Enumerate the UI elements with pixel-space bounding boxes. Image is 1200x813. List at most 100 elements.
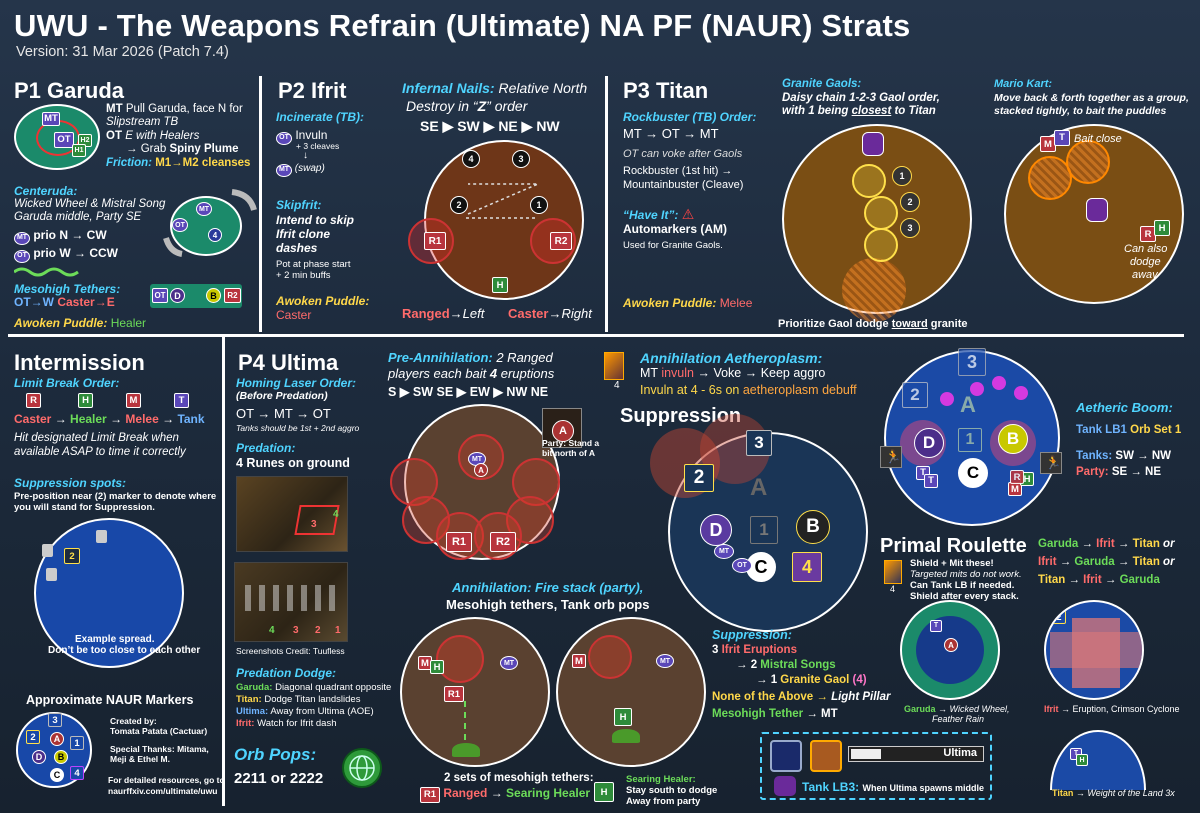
roulette-l3: Can Tank LB if needed. (910, 580, 1015, 591)
granite-aoe (842, 258, 906, 322)
skip-l1: Intend to skip (276, 213, 354, 227)
incinerate-swap: MT (swap) (276, 163, 325, 177)
gaols-title: Granite Gaols: (782, 78, 862, 90)
ranged-marker: R (1140, 226, 1156, 242)
annih-arena-2 (556, 617, 706, 767)
annih2-title1: Annihilation: Fire stack (party), (452, 580, 644, 595)
centerunda-title: Centeruda: (14, 184, 78, 198)
r1-marker: R1 (424, 232, 446, 250)
cap-garuda2: Feather Rain (932, 714, 985, 724)
searing-title: Searing Healer: (626, 774, 696, 785)
player-icon (96, 530, 107, 543)
waymark-1: 1 (958, 428, 982, 452)
annih2-sets: 2 sets of mesohigh tethers: (444, 772, 594, 784)
waymark-d: D (914, 428, 944, 458)
ultima-icon (774, 776, 796, 796)
version-label: Version: 31 Mar 2026 (Patch 7.4) (16, 44, 229, 60)
skip-l2: Ifrit clone (276, 227, 331, 241)
h1-marker: H1 (72, 144, 86, 157)
titan-icon (1086, 198, 1108, 222)
boom-tanks: Tanks: SW → NW (1076, 450, 1171, 462)
nail-1: 1 (530, 196, 548, 214)
rb-l1: Rockbuster (1st hit) → (623, 165, 733, 177)
p1-mt-text: MT Pull Garuda, face N for (106, 103, 243, 115)
waymark-a: A (750, 474, 768, 501)
party-stand-l1: Party: Stand a (542, 438, 600, 448)
roulette-l2: Targeted mits do not work. (910, 569, 1022, 580)
player-icon (46, 568, 57, 581)
pot-l2: + 2 min buffs (276, 270, 331, 281)
dodge-l2: dodge (1130, 256, 1161, 268)
automarkers: Automarkers (AM) (623, 222, 728, 236)
healer-marker: H (1154, 220, 1170, 236)
shield-icon (770, 740, 802, 772)
mario-l2: stacked tightly, to bait the puddles (994, 105, 1167, 117)
tank-marker: T (1054, 130, 1070, 146)
crossed-swords-icon (810, 740, 842, 772)
r2-marker: R2 (550, 232, 572, 250)
skipfrit-title: Skipfrit: (276, 198, 322, 212)
nails-caster: Caster→Right (508, 306, 592, 321)
homing-aggro: Tanks should be 1st + 2nd aggro (236, 423, 360, 433)
lb-hit-l1: Hit designated Limit Break when (14, 432, 179, 444)
supp-l4: None of the Above → Light Pillar (712, 691, 891, 703)
nail-2: 2 (450, 196, 468, 214)
p2-heading: P2 Ifrit (278, 78, 347, 103)
r1-marker: R1 (446, 532, 472, 552)
roulette-count: 4 (890, 584, 896, 594)
divider (259, 76, 262, 332)
roulette-opt3: Titan → Ifrit → Garuda (1038, 574, 1160, 586)
r2-marker: R2 (490, 532, 516, 552)
ot-prio: OT prio W → CCW (14, 246, 118, 263)
mario-title: Mario Kart: (994, 78, 1053, 90)
gaols-l1: Daisy chain 1-2-3 Gaol order, (782, 92, 940, 104)
dodge-l1: Can also (1124, 243, 1168, 255)
resources-link[interactable]: naurffxiv.com/ultimate/uwu (108, 786, 218, 796)
predation-screenshot-1: 4 3 (236, 476, 348, 552)
p1-awoken: Awoken Puddle: Healer (14, 316, 147, 330)
plant-icon (452, 743, 480, 757)
predation-title: Predation: (236, 441, 296, 455)
waymark-d: D (700, 514, 732, 546)
nails-line2: Destroy in “Z” order (406, 98, 528, 114)
boom-title: Aetheric Boom: (1076, 400, 1173, 415)
supp-spots-title: Suppression spots: (14, 476, 127, 490)
searing-l1: Stay south to dodge (626, 785, 718, 796)
mario-arena (1004, 124, 1184, 304)
rockbuster-order: MT → OT → MT (623, 126, 719, 141)
roulette-ifrit-arena: 2 (1044, 600, 1144, 700)
centerunda-l2: Garuda middle, Party SE (14, 211, 142, 223)
annih-l1: MT invuln → Voke → Keep aggro (640, 366, 826, 380)
dodge-l3: away (1132, 269, 1158, 281)
waymark-3: 3 (746, 430, 772, 456)
p1-heading: P1 Garuda (14, 78, 125, 103)
wind-wave-icon (14, 267, 79, 277)
party-stack-inset: A (542, 408, 582, 448)
p2-awoken: Awoken Puddle: (276, 294, 370, 308)
mario-l1: Move back & forth together as a group, (994, 92, 1189, 104)
healer-marker: H (492, 277, 508, 293)
sprint-icon: 🏃 (880, 446, 902, 468)
nails-order: SE ▶ SW ▶ NE ▶ NW (420, 118, 560, 134)
intermission-heading: Intermission (14, 350, 145, 375)
rotation-arrows-icon (163, 189, 257, 257)
supp-spots-l2: you will stand for Suppression. (14, 502, 155, 513)
waymark-1: 1 (750, 516, 778, 544)
lb-order-title: Limit Break Order: (14, 376, 120, 390)
lb3-label: Tank LB3: When Ultima spawns middle (802, 780, 984, 794)
thanks-l1: Special Thanks: Mitama, (110, 744, 209, 754)
used-for: Used for Granite Gaols. (623, 240, 723, 251)
divider (605, 76, 608, 332)
waymark-2: 2 (684, 464, 714, 492)
waymark-b: B (796, 510, 830, 544)
p1-ot-text: OT E with Healers (106, 130, 200, 142)
incinerate-title: Incinerate (TB): (276, 110, 365, 124)
boom-party: Party: SE → NE (1076, 466, 1162, 478)
incinerate-arrow: ↓ (303, 150, 308, 161)
author: Tomata Patata (Cactuar) (110, 726, 208, 736)
nails-title: Infernal Nails: Relative North (402, 80, 588, 96)
nails-path (466, 183, 539, 219)
tethers-strip: OT D B R2 (150, 284, 242, 308)
dodge-titan: Titan: Dodge Titan landslides (236, 694, 361, 705)
plant-icon (612, 729, 640, 743)
